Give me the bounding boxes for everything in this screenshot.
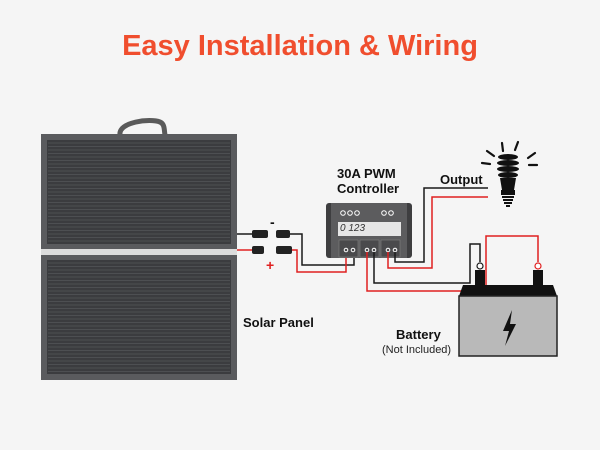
- wire-battery-negative: [373, 243, 481, 284]
- panel-hinge: [41, 249, 237, 255]
- wire-load-negative: [394, 187, 488, 263]
- wire-battery-positive: [366, 235, 539, 292]
- wire-load-positive: [387, 196, 488, 269]
- connector-positive-right: [276, 246, 292, 254]
- lightning-bolt-icon: [503, 310, 516, 346]
- battery: [458, 270, 558, 357]
- wire-load-positive-2: [445, 237, 536, 240]
- solar-panel-bottom-cells: [47, 260, 231, 374]
- light-bulb-icon: [480, 140, 539, 207]
- controller-display-value: 0 123: [340, 223, 366, 234]
- negative-sign: -: [270, 214, 275, 230]
- controller-display: [338, 222, 401, 236]
- controller-label-line2: Controller: [337, 181, 400, 196]
- controller-label-line1: 30A PWM: [337, 166, 396, 181]
- connector-negative-right: [276, 230, 290, 238]
- positive-sign: +: [266, 257, 275, 273]
- panel-handle: [117, 118, 168, 136]
- battery-label: Battery: [396, 327, 441, 342]
- solar-panel-label: Solar Panel: [243, 315, 314, 330]
- solar-panel: [41, 134, 237, 380]
- wire-solar-negative: [290, 233, 355, 266]
- connector-positive-left: [252, 246, 264, 254]
- mc4-connectors: [237, 230, 292, 254]
- page-title: Easy Installation & Wiring: [122, 30, 478, 62]
- charge-controller: [326, 203, 412, 258]
- battery-note: (Not Included): [382, 344, 452, 356]
- output-label: Output: [440, 172, 483, 187]
- connector-negative-left: [252, 230, 268, 238]
- wire-solar-positive: [292, 247, 347, 273]
